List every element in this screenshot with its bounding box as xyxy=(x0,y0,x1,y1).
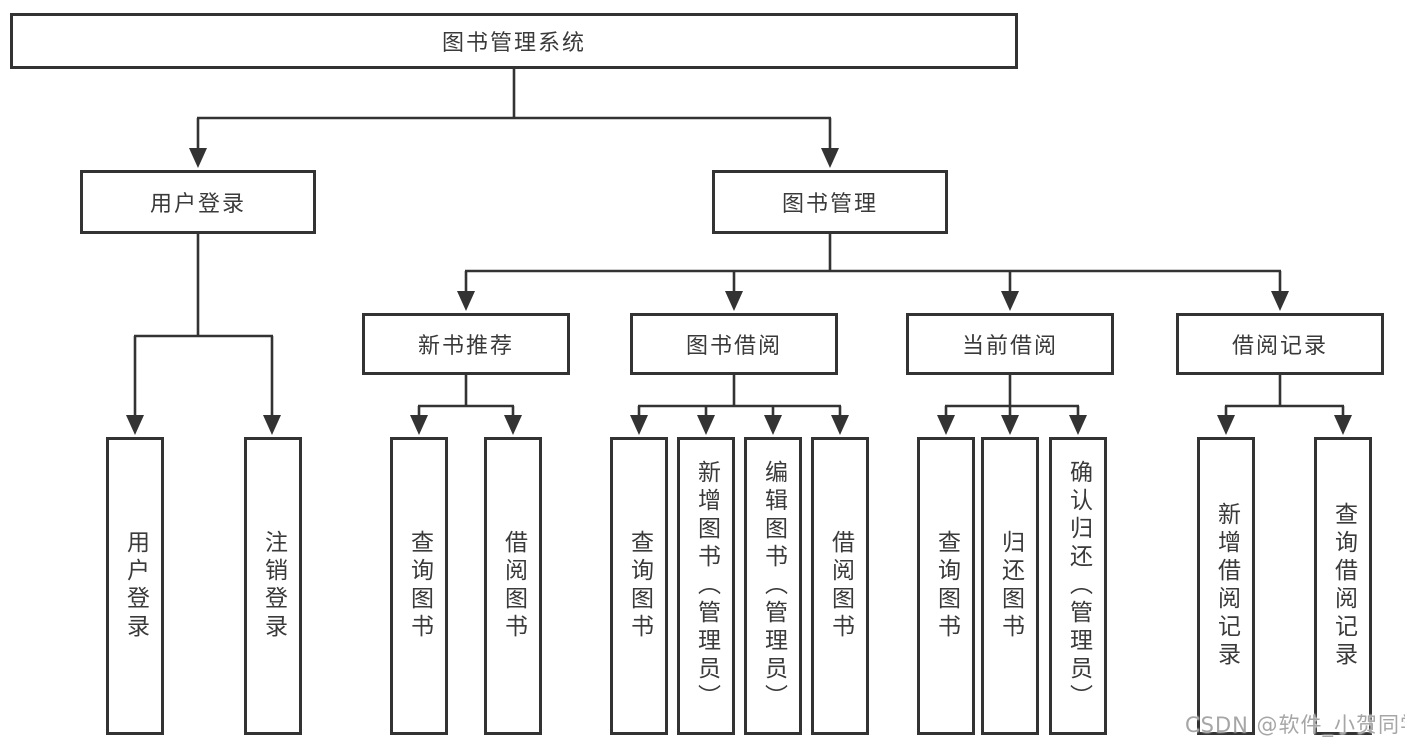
leaf-query-books-current: 查询图书 xyxy=(917,437,975,735)
node-book-management-label: 图书管理 xyxy=(781,192,878,217)
leaf-user-login: 用户登录 xyxy=(106,437,164,735)
node-book-borrow-label: 图书借阅 xyxy=(685,334,782,359)
leaf-user-login-label: 用户登录 xyxy=(122,530,149,642)
node-book-management: 图书管理 xyxy=(712,170,948,234)
node-borrow-records: 借阅记录 xyxy=(1176,313,1384,375)
node-borrow-records-label: 借阅记录 xyxy=(1231,334,1328,359)
leaf-add-borrow-record-label: 新增借阅记录 xyxy=(1213,502,1240,670)
leaf-query-books-recommend-label: 查询图书 xyxy=(406,530,433,642)
leaf-query-borrow-record: 查询借阅记录 xyxy=(1314,437,1372,735)
node-user-login: 用户登录 xyxy=(80,170,316,234)
leaf-borrow-books: 借阅图书 xyxy=(811,437,869,735)
leaf-logout-login: 注销登录 xyxy=(244,437,302,735)
node-current-borrow: 当前借阅 xyxy=(906,313,1114,375)
leaf-query-borrow-record-label: 查询借阅记录 xyxy=(1330,502,1357,670)
leaf-edit-book-admin-label: 编辑图书（管理员） xyxy=(760,460,787,712)
leaf-borrow-books-label: 借阅图书 xyxy=(827,530,854,642)
leaf-logout-login-label: 注销登录 xyxy=(260,530,287,642)
node-new-book-recommend-label: 新书推荐 xyxy=(417,334,514,359)
node-user-login-label: 用户登录 xyxy=(149,192,246,217)
leaf-borrow-books-recommend: 借阅图书 xyxy=(484,437,542,735)
watermark: CSDN @软件_小贺同学 xyxy=(1185,713,1405,737)
leaf-confirm-return-admin: 确认归还（管理员） xyxy=(1049,437,1107,735)
leaf-confirm-return-admin-label: 确认归还（管理员） xyxy=(1065,460,1092,712)
node-book-borrow: 图书借阅 xyxy=(630,313,838,375)
leaf-query-books-current-label: 查询图书 xyxy=(933,530,960,642)
leaf-borrow-books-recommend-label: 借阅图书 xyxy=(500,530,527,642)
leaf-return-book-label: 归还图书 xyxy=(997,530,1024,642)
leaf-return-book: 归还图书 xyxy=(981,437,1039,735)
node-new-book-recommend: 新书推荐 xyxy=(362,313,570,375)
leaf-query-books-borrow-label: 查询图书 xyxy=(626,530,653,642)
node-current-borrow-label: 当前借阅 xyxy=(961,334,1058,359)
leaf-edit-book-admin: 编辑图书（管理员） xyxy=(744,437,802,735)
leaf-query-books-borrow: 查询图书 xyxy=(610,437,668,735)
leaf-add-book-admin-label: 新增图书（管理员） xyxy=(693,460,720,712)
node-root: 图书管理系统 xyxy=(10,13,1018,69)
leaf-add-book-admin: 新增图书（管理员） xyxy=(677,437,735,735)
leaf-add-borrow-record: 新增借阅记录 xyxy=(1197,437,1255,735)
leaf-query-books-recommend: 查询图书 xyxy=(390,437,448,735)
node-root-label: 图书管理系统 xyxy=(441,31,586,56)
